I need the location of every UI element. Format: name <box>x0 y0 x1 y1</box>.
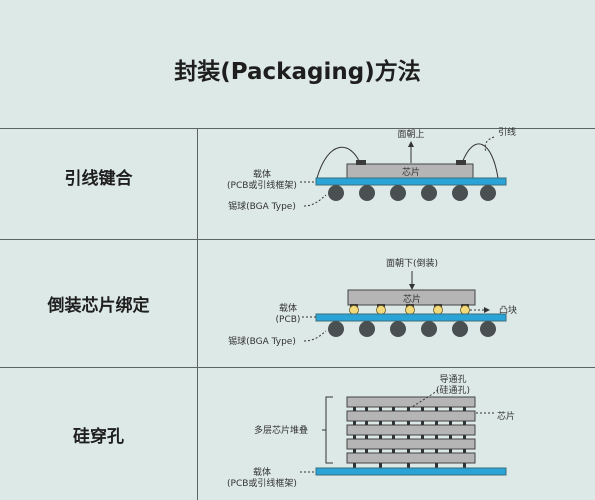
stack-bracket <box>325 396 333 464</box>
solder-ball-leader-2 <box>303 330 327 342</box>
stacked-chip-1 <box>346 396 476 408</box>
face-up-label: 面朝上 <box>397 129 424 140</box>
solder-ball <box>452 185 468 201</box>
stacked-chip-3 <box>346 424 476 436</box>
face-down-label: 面朝下(倒装) <box>386 257 438 269</box>
solder-ball <box>421 321 437 337</box>
solder-ball <box>328 321 344 337</box>
row-label-tsv: 硅穿孔 <box>73 427 124 447</box>
bump <box>433 305 443 315</box>
stacked-chip-5 <box>346 452 476 464</box>
solder-ball <box>421 185 437 201</box>
via-label-1: 导通孔 <box>439 374 466 385</box>
row-label-flip-chip: 倒装芯片绑定 <box>47 296 150 316</box>
solder-ball <box>359 321 375 337</box>
bond-wire-left <box>316 146 361 179</box>
solder-ball-label-2: 锡球(BGA Type) <box>228 335 296 347</box>
chip-label-1: 芯片 <box>402 166 420 178</box>
solder-ball <box>480 321 496 337</box>
chip-label-2: 芯片 <box>403 293 421 305</box>
solder-ball <box>480 185 496 201</box>
solder-ball <box>452 321 468 337</box>
substrate-label-3b: (PCB或引线框架) <box>227 477 297 489</box>
flip-chip-diagram: 芯片 面朝下(倒装) 凸块 载体 (PCB) 锡球(BGA Type) <box>228 257 517 347</box>
page-title: 封装(Packaging)方法 <box>174 59 421 85</box>
stacked-chip-2 <box>346 410 476 422</box>
via-label-2: (硅通孔) <box>436 384 470 396</box>
substrate-label-2b: (PCB) <box>276 315 301 325</box>
stack-label: 多层芯片堆叠 <box>254 424 308 436</box>
substrate-label-2a: 载体 <box>279 302 297 314</box>
bump <box>349 305 359 315</box>
substrate-1 <box>315 177 507 186</box>
bond-pad-right <box>456 160 466 165</box>
bump <box>460 305 470 315</box>
substrate-label-1b: (PCB或引线框架) <box>227 179 297 191</box>
wire-bonding-diagram: 芯片 面朝上 引线 载体 (PCB或引线框架) 锡球(BGA Type) <box>227 126 516 212</box>
row-label-wire-bonding: 引线键合 <box>64 169 133 189</box>
tsv-diagram: 导通孔 (硅通孔) 芯片 多层芯片堆叠 载体 (PCB或引线框架) <box>227 374 515 489</box>
solder-ball-leader-1 <box>303 194 327 207</box>
column-divider <box>197 128 198 500</box>
bump <box>405 305 415 315</box>
bond-wire-right <box>461 143 499 179</box>
solder-ball <box>359 185 375 201</box>
substrate-2 <box>315 313 507 322</box>
solder-ball <box>390 185 406 201</box>
wire-leader <box>484 136 495 153</box>
table-top-divider <box>0 128 595 129</box>
row-divider-2 <box>0 367 595 368</box>
bump-label: 凸块 <box>499 304 517 316</box>
solder-ball <box>390 321 406 337</box>
chip-label-3: 芯片 <box>497 410 515 422</box>
solder-ball-label-1: 锡球(BGA Type) <box>228 200 296 212</box>
bond-pad-left <box>356 160 366 165</box>
row-divider-1 <box>0 239 595 240</box>
substrate-label-1a: 载体 <box>253 168 271 180</box>
via-leader <box>411 389 439 408</box>
solder-ball <box>328 185 344 201</box>
tsv-vias <box>353 407 466 468</box>
substrate-label-3a: 载体 <box>253 466 271 478</box>
stacked-chip-4 <box>346 438 476 450</box>
wire-label: 引线 <box>498 126 516 138</box>
substrate-3 <box>315 467 507 476</box>
bump <box>376 305 386 315</box>
